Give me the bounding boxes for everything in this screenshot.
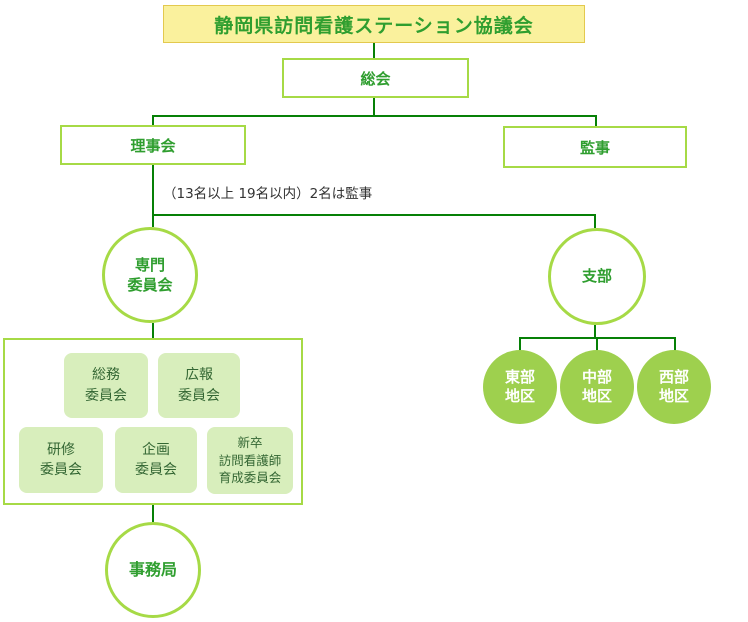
connector-to-board: [152, 115, 154, 125]
district-label-line: 東部: [504, 367, 535, 386]
committee-item-public-relations: 広報 委員会: [158, 353, 240, 418]
board-box: 理事会: [60, 125, 246, 165]
district-label-line: 地区: [658, 387, 689, 405]
auditor-box: 監事: [503, 126, 687, 168]
committee-label-line: 研修: [47, 441, 75, 458]
committee-label-line: 広報: [185, 367, 213, 384]
connector-circle-to-committee-box: [152, 323, 154, 338]
committee-item-training: 研修 委員会: [19, 427, 103, 493]
connector-to-branch: [594, 214, 596, 228]
org-title-label: 静岡県訪問看護ステーション協議会: [214, 14, 534, 37]
general-assembly-box: 総会: [282, 58, 469, 98]
connector-assembly-down: [373, 98, 375, 115]
committee-label-line: 新卒: [237, 435, 263, 451]
district-label-line: 地区: [581, 387, 612, 405]
secretariat-circle: 事務局: [105, 522, 201, 618]
committee-item-planning: 企画 委員会: [115, 427, 197, 493]
district-label-line: 地区: [504, 387, 535, 405]
connector-to-auditor: [595, 115, 597, 126]
specialized-committee-line1: 専門: [134, 255, 165, 274]
branch-circle: 支部: [548, 228, 646, 325]
connector-branch-down: [594, 325, 596, 337]
committee-item-new-graduate-training: 新卒 訪問看護師 育成委員会: [207, 427, 293, 494]
connector-committee-box-to-secretariat: [152, 505, 154, 522]
district-circle-west: 西部 地区: [637, 350, 711, 424]
connector-to-east-district: [519, 337, 521, 351]
connector-to-west-district: [674, 337, 676, 351]
committee-label-line: 委員会: [85, 387, 127, 404]
connector-title-to-assembly: [373, 43, 375, 58]
district-circle-east: 東部 地区: [483, 350, 557, 424]
committee-label-line: 企画: [142, 441, 170, 458]
committee-item-general-affairs: 総務 委員会: [64, 353, 148, 418]
specialized-committee-circle: 専門 委員会: [102, 227, 198, 323]
committee-label-line: 訪問看護師: [218, 452, 282, 468]
board-note: （13名以上 19名以内）2名は監事: [163, 186, 373, 202]
auditor-label: 監事: [579, 138, 610, 157]
branch-label: 支部: [581, 267, 612, 286]
connector-board-to-committee-circle: [152, 165, 154, 227]
org-title: 静岡県訪問看護ステーション協議会: [163, 5, 585, 43]
committee-label-line: 総務: [92, 367, 120, 384]
connector-h-board-auditor: [152, 115, 597, 117]
connector-to-central-district: [596, 337, 598, 351]
district-label-line: 西部: [658, 367, 689, 386]
secretariat-label: 事務局: [128, 560, 177, 580]
committee-label-line: 委員会: [135, 462, 177, 478]
board-label: 理事会: [130, 136, 176, 155]
committee-label-line: 委員会: [40, 462, 82, 478]
committee-label-line: 育成委員会: [218, 470, 282, 486]
specialized-committee-line2: 委員会: [127, 276, 173, 294]
district-circle-central: 中部 地区: [560, 350, 634, 424]
district-label-line: 中部: [581, 367, 612, 386]
committee-label-line: 委員会: [178, 387, 220, 404]
general-assembly-label: 総会: [360, 69, 391, 88]
connector-h-to-branch: [152, 214, 596, 216]
